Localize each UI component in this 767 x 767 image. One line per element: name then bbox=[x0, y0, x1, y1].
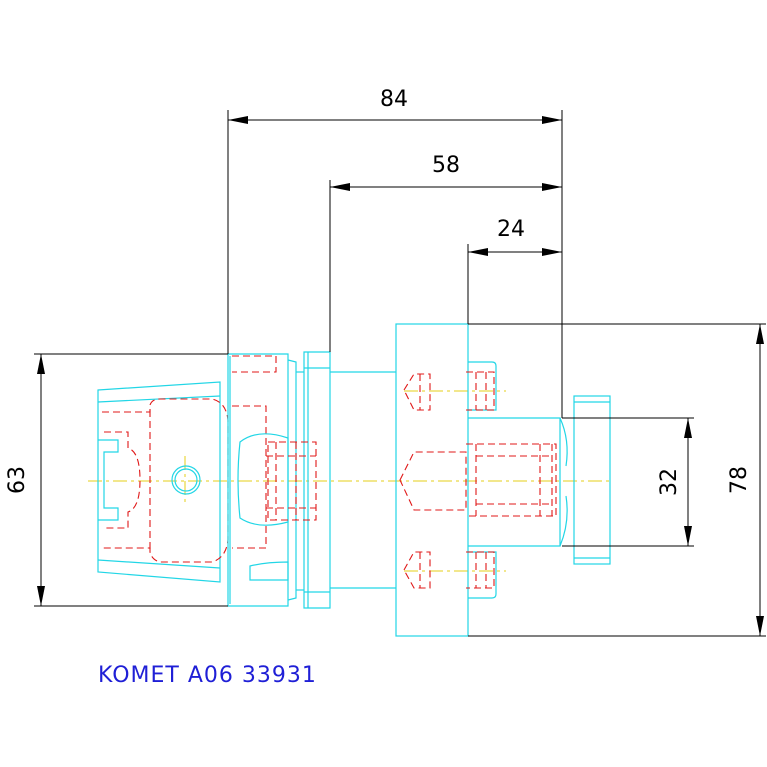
dim-label-left-diameter: 63 bbox=[5, 466, 30, 494]
flange-hidden-lines bbox=[399, 371, 557, 589]
dimension-left-diameter bbox=[34, 353, 228, 607]
dim-label-middle-length: 58 bbox=[432, 153, 460, 178]
dimension-overall-length bbox=[227, 110, 563, 418]
dimension-flange-diameter bbox=[468, 323, 766, 637]
neck bbox=[330, 371, 396, 589]
dim-label-small-diameter: 32 bbox=[657, 468, 682, 496]
flange-body bbox=[395, 323, 611, 637]
dim-label-overall-length: 84 bbox=[380, 87, 408, 112]
left-holder-hidden-lines bbox=[102, 355, 277, 563]
dimension-small-diameter bbox=[562, 417, 694, 547]
dim-label-short-length: 24 bbox=[497, 217, 525, 242]
dimension-short-length bbox=[467, 244, 562, 324]
dim-label-flange-diameter: 78 bbox=[727, 466, 752, 494]
cross-hole bbox=[171, 465, 201, 495]
end-nut bbox=[573, 395, 611, 565]
shank-hidden-lines bbox=[266, 441, 317, 521]
dimension-middle-length bbox=[329, 180, 562, 352]
drawing-caption: KOMET A06 33931 bbox=[98, 663, 317, 688]
polygon-shank bbox=[227, 351, 331, 609]
